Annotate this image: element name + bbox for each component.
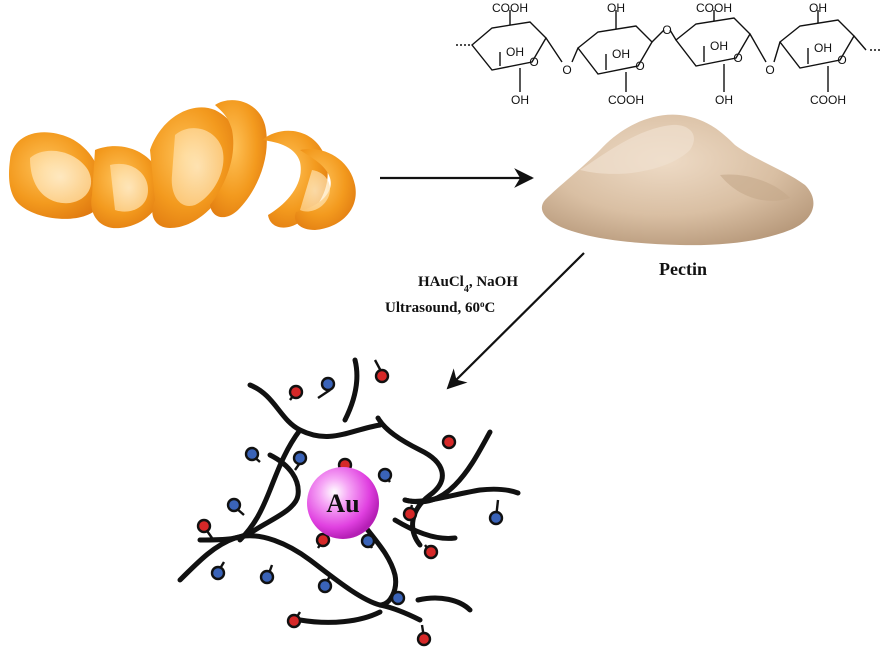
- ring-oxygen: O: [733, 51, 742, 65]
- bridge-oxygen: O: [562, 63, 571, 77]
- ring-oxygen: O: [837, 53, 846, 67]
- hydroxyl-group: [377, 467, 393, 483]
- pectin-powder-image: [541, 114, 814, 246]
- group-label: OH: [710, 39, 728, 53]
- hydroxyl-group: [317, 578, 333, 594]
- pectin-structure-labels: COOH OH OH COOH OH COOH OH OH COOH OH OH…: [492, 1, 847, 107]
- gold-nanoparticle: Au: [307, 467, 379, 539]
- carboxyl-group: [196, 518, 212, 534]
- hydroxyl-group: [244, 446, 260, 462]
- hydroxyl-group: [259, 569, 275, 585]
- ring-oxygen: O: [635, 59, 644, 73]
- pectin-chain-network: [177, 357, 521, 625]
- carboxyl-group: [286, 613, 302, 629]
- carboxyl-group: [374, 368, 390, 384]
- bridge-oxygen: O: [662, 23, 671, 37]
- hydroxyl-group: [360, 533, 376, 549]
- hydroxyl-group: [320, 376, 336, 392]
- carboxyl-group: [402, 506, 418, 522]
- arrow-pectin-to-nanoparticle: [446, 252, 585, 390]
- group-label: OH: [511, 93, 529, 107]
- hydroxyl-group: [226, 497, 242, 513]
- carboxyl-group: [423, 544, 439, 560]
- group-label: OH: [612, 47, 630, 61]
- carboxyl-group: [416, 631, 432, 647]
- reagents-label: HAuCl4, NaOH: [418, 274, 518, 295]
- group-label: OH: [506, 45, 524, 59]
- carboxyl-group: [288, 384, 304, 400]
- group-label: COOH: [608, 93, 644, 107]
- group-label: OH: [607, 1, 625, 15]
- group-label: COOH: [696, 1, 732, 15]
- conditions-label: Ultrasound, 60oC: [385, 299, 495, 316]
- hydroxyl-group: [488, 510, 504, 526]
- pectin-chemical-structure: [456, 10, 882, 92]
- carboxyl-group: [441, 434, 457, 450]
- group-label: COOH: [492, 1, 528, 15]
- pectin-label: Pectin: [659, 259, 707, 279]
- bridge-oxygen: O: [765, 63, 774, 77]
- au-label: Au: [326, 489, 359, 518]
- group-label: OH: [715, 93, 733, 107]
- hydroxyl-group: [210, 565, 226, 581]
- ring-oxygen: O: [529, 55, 538, 69]
- hydroxyl-group: [390, 590, 406, 606]
- orange-peel-image: [9, 100, 356, 230]
- group-label: COOH: [810, 93, 846, 107]
- group-label: OH: [809, 1, 827, 15]
- group-label: OH: [814, 41, 832, 55]
- carboxyl-group: [315, 532, 331, 548]
- hydroxyl-group: [292, 450, 308, 466]
